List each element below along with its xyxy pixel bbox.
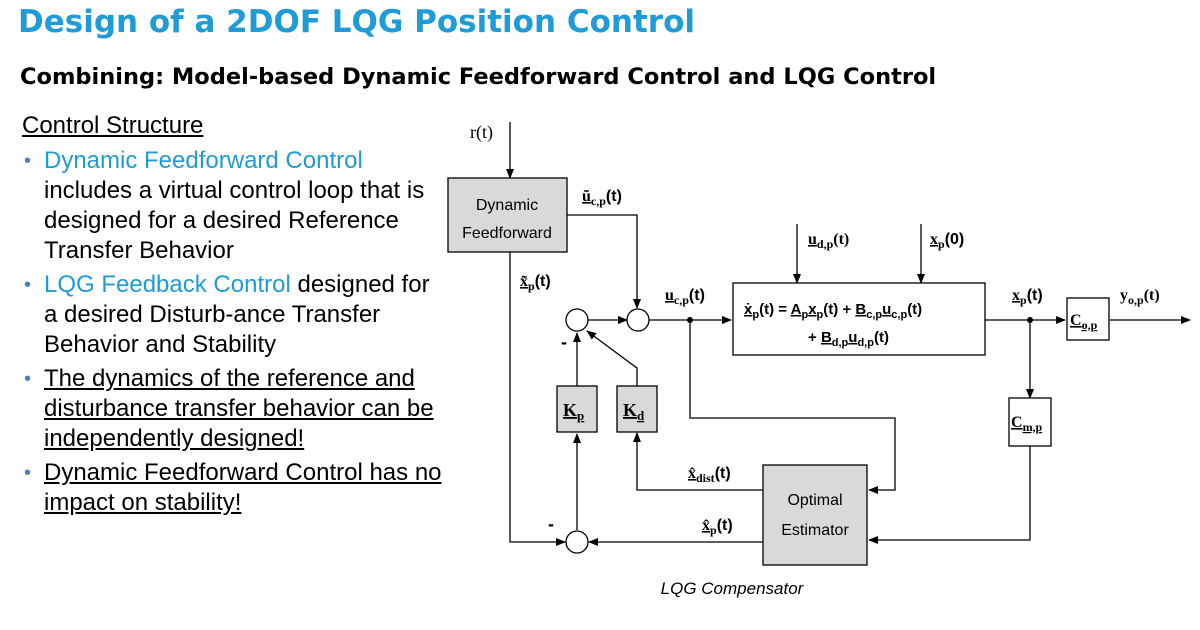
bullet-dot-icon: • bbox=[24, 462, 32, 484]
bullet-body: designed for a desired Disturb-ance Tran… bbox=[44, 271, 430, 358]
signal-u-tilde: ũc,p(t) bbox=[582, 188, 622, 208]
wire-u-tilde bbox=[567, 214, 641, 309]
plant-equation-1: ẋp(t) = Apxp(t) + Bc,puc,p(t) bbox=[744, 301, 922, 321]
bullet-dot-icon: • bbox=[24, 150, 32, 172]
control-structure-heading: Control Structure bbox=[22, 112, 204, 139]
bullet-body: includes a virtual control loop that is … bbox=[44, 177, 425, 264]
bullet-independent: • The dynamics of the reference and dist… bbox=[22, 364, 442, 454]
cmp-block bbox=[1008, 397, 1052, 447]
kp-label: Kp bbox=[563, 400, 584, 423]
slide-title: Design of a 2DOF LQG Position Control bbox=[18, 4, 695, 40]
signal-yop: yo,p(t) bbox=[1120, 287, 1160, 307]
diagram-caption: LQG Compensator bbox=[661, 579, 805, 598]
bullet-lqg: • LQG Feedback Control designed for a de… bbox=[22, 270, 442, 360]
summing-junction-2 bbox=[626, 308, 650, 332]
cop-label: Co,p bbox=[1070, 312, 1098, 332]
signal-xhat: x̂p(t) bbox=[702, 517, 733, 537]
plant-block bbox=[732, 282, 986, 356]
signal-xp: xp(t) bbox=[1012, 287, 1043, 307]
signal-x-tilde: x̃p(t) bbox=[520, 273, 551, 293]
bullet-dot-icon: • bbox=[24, 368, 32, 390]
minus-sign: - bbox=[548, 514, 554, 534]
wire-ucp-estimator bbox=[689, 320, 896, 494]
feedforward-label: Feedforward bbox=[462, 225, 552, 242]
summing-junction-3 bbox=[565, 530, 589, 554]
signal-xdist: x̂dist(t) bbox=[688, 465, 731, 485]
bullet-dot-icon: • bbox=[24, 274, 32, 296]
bullet-feedforward: • Dynamic Feedforward Control includes a… bbox=[22, 146, 442, 266]
estimator-label: Estimator bbox=[781, 522, 849, 539]
junction-dot bbox=[1027, 317, 1033, 323]
bullet-head: LQG Feedback Control bbox=[44, 271, 291, 298]
bullet-head: Dynamic Feedforward Control bbox=[44, 147, 363, 174]
plant-equation-2: + Bd,pud,p(t) bbox=[808, 329, 889, 349]
kd-label: Kd bbox=[623, 400, 645, 423]
signal-xp0: xp(0) bbox=[930, 231, 964, 251]
signal-r: r(t) bbox=[470, 122, 493, 143]
feedforward-label: Dynamic bbox=[476, 197, 538, 214]
feedforward-block bbox=[447, 177, 568, 253]
cop-block bbox=[1066, 297, 1110, 341]
junction-dot bbox=[687, 317, 693, 323]
bullet-text: Dynamic Feedforward Control has no impac… bbox=[44, 459, 442, 516]
wire-x-tilde bbox=[509, 252, 566, 546]
kp-block bbox=[556, 385, 598, 433]
wire-xdist-kd bbox=[633, 432, 763, 491]
bullet-stability: • Dynamic Feedforward Control has no imp… bbox=[22, 458, 442, 518]
summing-junction-1 bbox=[565, 308, 589, 332]
estimator-label: Optimal bbox=[787, 492, 842, 509]
kd-block bbox=[616, 385, 658, 433]
wire-kd-sum1 bbox=[586, 330, 638, 386]
signal-ucp: uc,p(t) bbox=[665, 287, 705, 307]
bullet-text: The dynamics of the reference and distur… bbox=[44, 365, 434, 452]
slide-subtitle: Combining: Model-based Dynamic Feedforwa… bbox=[20, 64, 937, 90]
signal-udp: ud,p(t) bbox=[808, 231, 849, 251]
cmp-label: Cm,p bbox=[1011, 414, 1043, 434]
estimator-block bbox=[762, 464, 868, 566]
bullet-list: • Dynamic Feedforward Control includes a… bbox=[22, 146, 442, 522]
minus-sign: - bbox=[561, 332, 567, 352]
wire-cmp-estimator bbox=[868, 446, 1031, 544]
